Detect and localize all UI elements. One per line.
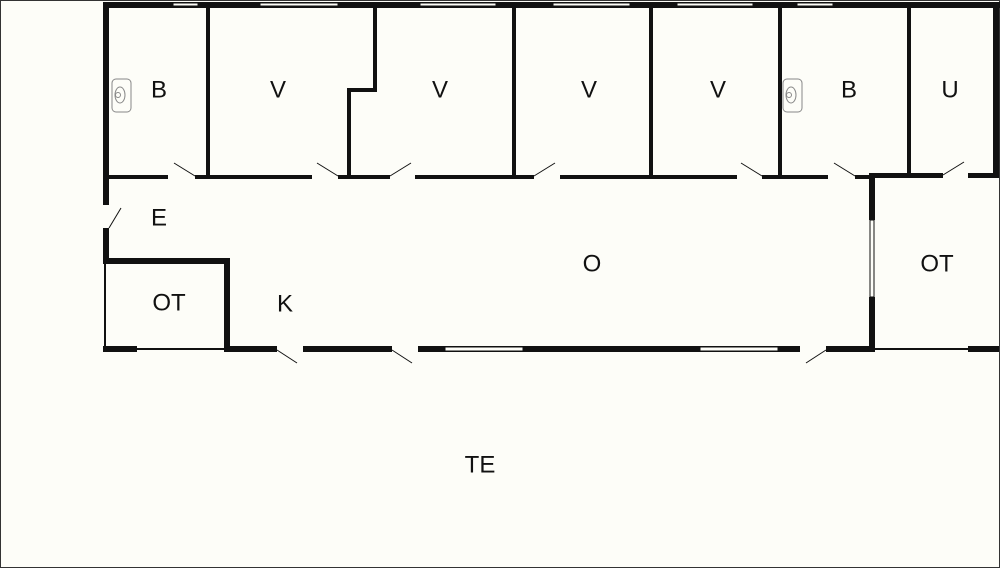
toilet-icon [111,78,132,113]
room-label-utility: U [941,76,958,103]
room-label-bathroom: B [841,76,857,103]
room-label-bedroom: V [432,76,448,103]
toilet-icon [782,78,803,113]
room-label-bedroom: V [581,76,597,103]
room-label-terrace: TE [465,451,496,478]
room-label-storage: OT [152,289,186,316]
walls [103,2,1000,352]
room-label-bathroom: B [151,76,167,103]
room-label-living: O [583,250,602,277]
room-label-bedroom: V [270,76,286,103]
doors [108,161,965,364]
room-label-entrance: E [151,204,167,231]
room-label-bedroom: V [710,76,726,103]
room-label-storage: OT [920,250,954,277]
room-label-kitchen: K [277,290,293,317]
